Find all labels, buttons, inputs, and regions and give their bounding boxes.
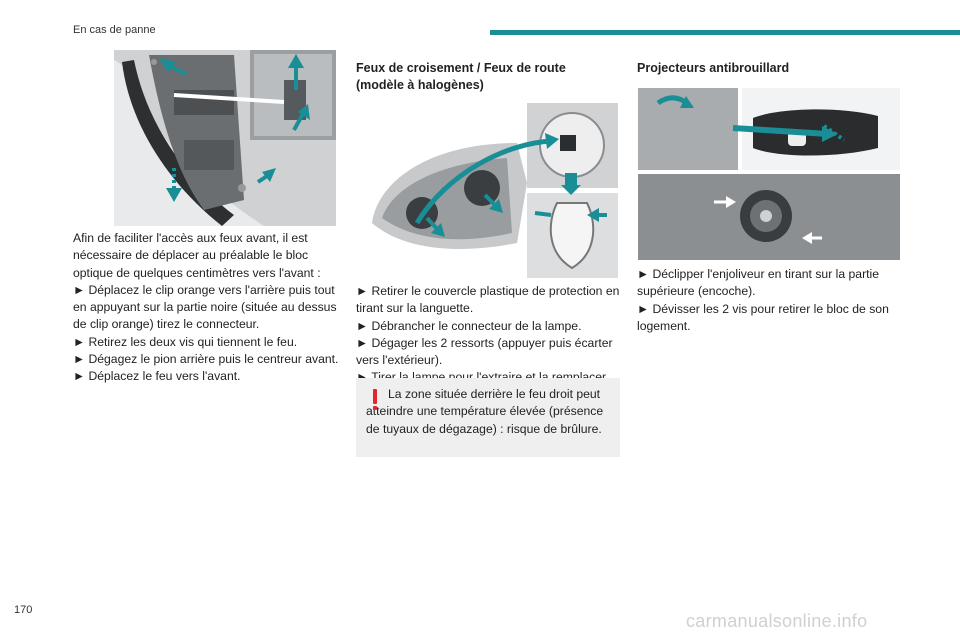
step-1: ► Déplacez le clip orange vers l'arrière… bbox=[73, 282, 337, 332]
step-4: ► Déplacez le feu vers l'avant. bbox=[73, 369, 241, 384]
step-1: ► Retirer le couvercle plastique de prot… bbox=[356, 284, 620, 316]
intro-paragraph: Afin de faciliter l'accès aux feux avant… bbox=[73, 231, 321, 280]
exclamation-icon bbox=[373, 389, 377, 410]
warning-box: La zone située derrière le feu droit peu… bbox=[356, 378, 620, 457]
header-bar bbox=[490, 30, 960, 35]
warning-text: La zone située derrière le feu droit peu… bbox=[366, 387, 604, 436]
watermark: carmanualsonline.info bbox=[686, 611, 868, 631]
step-2: ► Retirez les deux vis qui tiennent le f… bbox=[73, 334, 298, 349]
header-title: En cas de panne bbox=[73, 24, 156, 36]
fog-lamps-title: Projecteurs antibrouillard bbox=[637, 61, 790, 75]
step-2: ► Débrancher le connecteur de la lampe. bbox=[356, 318, 582, 333]
dipped-beam-title: Feux de croisement / Feux de route (modè… bbox=[356, 61, 566, 92]
step-2: ► Dévisser les 2 vis pour retirer le blo… bbox=[637, 301, 889, 333]
step-1: ► Déclipper l'enjoliveur en tirant sur l… bbox=[637, 267, 880, 299]
fog-lamp-figure bbox=[638, 88, 900, 260]
fog-lamp-instructions: ► Déclipper l'enjoliveur en tirant sur l… bbox=[637, 266, 903, 335]
step-3: ► Dégager les 2 ressorts (appuyer puis é… bbox=[356, 335, 613, 368]
page-number: 170 bbox=[14, 604, 33, 616]
headlamp-removal-figure bbox=[114, 50, 336, 226]
halogen-lamp-figure bbox=[367, 103, 618, 278]
step-3: ► Dégagez le pion arrière puis le centre… bbox=[73, 352, 339, 367]
headlamp-instructions: Afin de faciliter l'accès aux feux avant… bbox=[73, 230, 341, 386]
halogen-instructions: ► Retirer le couvercle plastique de prot… bbox=[356, 283, 620, 387]
